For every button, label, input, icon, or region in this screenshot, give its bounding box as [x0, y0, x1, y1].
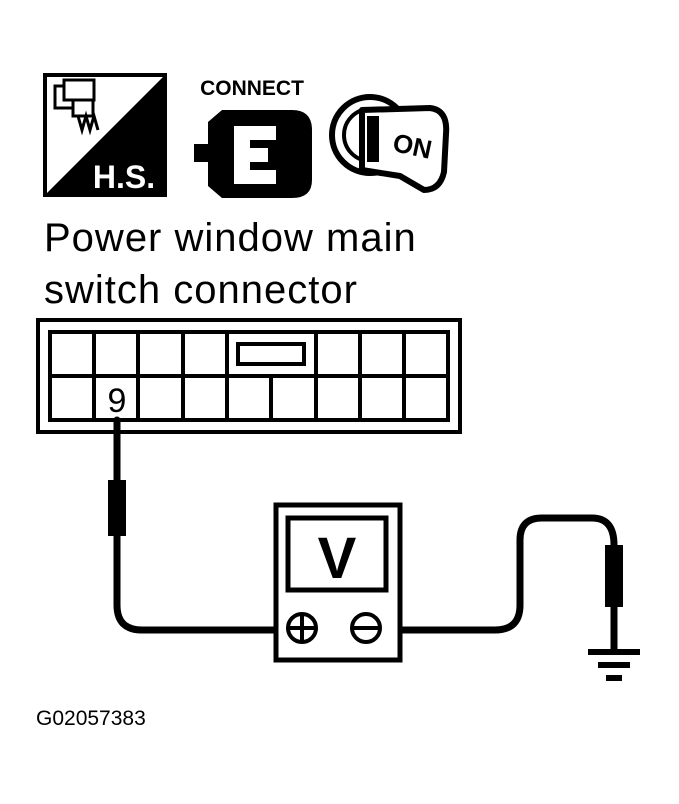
- positive-lead-wire: [113, 416, 294, 634]
- diagram-title-line-2: switch connector: [44, 268, 358, 312]
- connector-face: 9: [36, 318, 462, 434]
- voltmeter: V: [273, 502, 403, 663]
- connect-icon: CONNECT: [194, 77, 312, 198]
- figure-code: G02057383: [36, 707, 146, 730]
- connector-lock-tab: [236, 342, 306, 366]
- voltmeter-display: [285, 515, 389, 593]
- voltmeter-display-label: V: [318, 526, 357, 591]
- negative-lead-wire: [368, 514, 618, 654]
- harness-connector-sketch-icon: [53, 78, 100, 136]
- negative-terminal-icon: [350, 612, 382, 644]
- ignition-key-icon: ON: [359, 105, 450, 193]
- ignition-on-icon: ON: [329, 94, 450, 193]
- hs-label: H.S.: [93, 159, 155, 195]
- negative-probe: [605, 545, 623, 607]
- harness-side-icon: H.S.: [43, 73, 167, 197]
- positive-terminal-icon: [286, 612, 318, 644]
- diagram-title-line-1: Power window main: [44, 216, 417, 260]
- connect-label: CONNECT: [200, 77, 304, 100]
- positive-probe: [108, 480, 126, 536]
- pin-9-label: 9: [108, 382, 127, 420]
- ground-icon: [588, 649, 640, 681]
